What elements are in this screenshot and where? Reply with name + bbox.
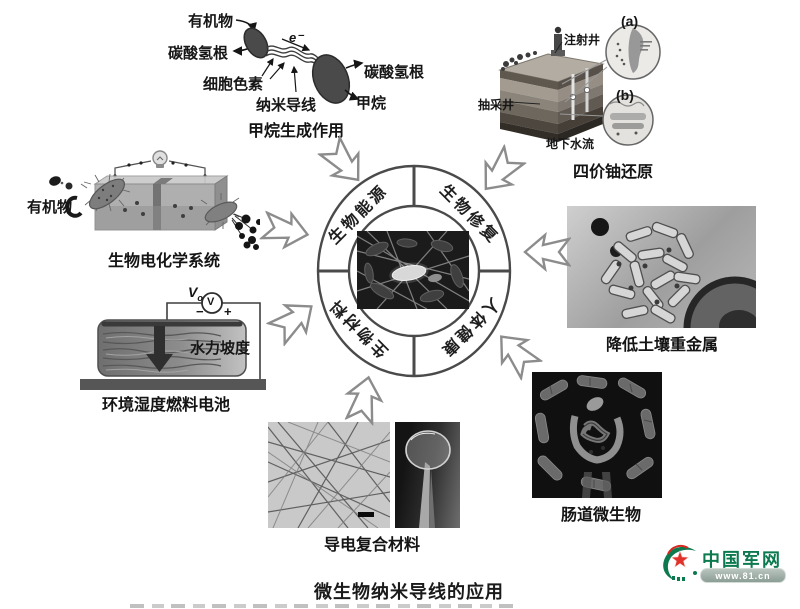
logo-star-swoosh-icon xyxy=(663,544,697,581)
source-voltage-label: Vo xyxy=(188,284,203,303)
composite-caption: 导电复合材料 xyxy=(324,537,421,554)
nanowire-sem-texture xyxy=(357,231,469,309)
inset-a-circle xyxy=(605,24,661,80)
inset-b-label: (b) xyxy=(616,87,634,103)
large-microbe-cell xyxy=(311,54,351,104)
hydraulic-gradient-label: 水力坡度 xyxy=(190,340,251,357)
composite-fibers xyxy=(268,422,390,528)
injection-well-label: 注射井 xyxy=(564,33,601,47)
china-military-logo[interactable]: 中国军网 www.81.cn xyxy=(658,540,798,586)
scale-bar xyxy=(358,512,374,517)
uranium-reduction-illustration xyxy=(498,24,661,146)
inset-a-leader-2 xyxy=(564,66,608,103)
methane-label: 甲烷 xyxy=(356,95,387,112)
minus-terminal: − xyxy=(196,304,204,319)
electron-label: e⁻ xyxy=(289,30,304,45)
liquid xyxy=(95,206,215,230)
membrane-top xyxy=(153,178,173,184)
slab-fiber-highlights xyxy=(105,336,189,373)
gut-caption: 肠道微生物 xyxy=(561,507,642,524)
voltmeter-circle xyxy=(201,292,223,314)
organic-matter-label: 有机物 xyxy=(188,13,234,30)
arrow-from-fuel-cell xyxy=(265,304,313,348)
inset-b-leader xyxy=(559,113,604,117)
inset-a-label: (a) xyxy=(621,13,639,29)
arrow-from-bioelectrochemical xyxy=(258,210,310,250)
cropped-caption-fragments xyxy=(130,604,520,608)
organic-hook xyxy=(65,195,83,218)
figure-title: 微生物纳米导线的应用 xyxy=(314,582,504,602)
composite-film-photo xyxy=(395,422,460,528)
arrow-from-gut xyxy=(500,335,544,382)
cytochrome-label: 细胞色素 xyxy=(203,76,264,93)
uranium-caption: 四价铀还原 xyxy=(573,164,654,181)
extraction-well-label: 抽采井 xyxy=(478,98,515,112)
inset-b-circle xyxy=(602,94,654,146)
extraction-well-leader xyxy=(509,101,541,105)
methanogenesis-caption: 甲烷生成作用 xyxy=(248,123,345,140)
logo-name: 中国军网 xyxy=(702,550,782,570)
light-bulb-icon xyxy=(152,150,168,168)
injection-well-leader xyxy=(554,41,563,54)
bioelectrochemical-illustration xyxy=(49,150,260,250)
film-and-tweezers xyxy=(405,430,451,528)
cytochrome-pointer-2 xyxy=(269,62,285,80)
cube-front-face xyxy=(500,70,558,142)
cell-to-methane-arrow xyxy=(344,89,360,101)
well-port-2 xyxy=(583,86,591,94)
heavy-metals-texture xyxy=(591,218,756,328)
small-microbe-cell xyxy=(243,27,269,59)
intestine-shape xyxy=(569,397,624,464)
tank-particles xyxy=(123,201,193,218)
fuel-cell-illustration xyxy=(80,292,266,390)
ground-plate xyxy=(80,379,266,390)
bicarbonate-left-label: 碳酸氢根 xyxy=(168,45,229,62)
electron-flow-arrow xyxy=(281,38,311,52)
heavy-metals-photo xyxy=(567,206,756,328)
gut-microbes-photo xyxy=(532,372,662,498)
right-bacterium-cluster xyxy=(200,193,260,250)
surface-vegetation xyxy=(501,51,537,71)
bes-caption: 生物电化学系统 xyxy=(108,253,221,270)
left-bacterium xyxy=(49,173,131,218)
inset-a-leader-1 xyxy=(561,59,607,85)
arrow-from-uranium xyxy=(484,143,528,191)
fuel-cell-caption: 环境湿度燃料电池 xyxy=(102,397,231,414)
plus-terminal: + xyxy=(224,304,232,319)
heavy-metals-caption: 降低土壤重金属 xyxy=(606,337,719,354)
gradient-down-arrow xyxy=(146,326,173,372)
bes-organic-label: 有机物 xyxy=(27,199,73,216)
nanowire-sem-photo xyxy=(357,231,469,309)
ring-dividers xyxy=(319,167,509,375)
logo-url-badge: www.81.cn xyxy=(700,568,786,583)
composite-tem-photo xyxy=(268,422,390,528)
nanowire-label: 纳米导线 xyxy=(256,97,317,114)
arrow-from-heavy-metals xyxy=(523,231,571,273)
nanowire-pointer xyxy=(290,65,299,93)
voltmeter-v-label: V xyxy=(207,296,215,308)
wellhead-tower xyxy=(551,26,565,56)
arrow-from-methanogenesis xyxy=(316,134,360,182)
methanogenesis-illustration xyxy=(232,19,364,104)
gut-texture xyxy=(534,375,656,498)
groundwater-label: 地下水流 xyxy=(546,137,595,151)
cytochrome-pointer-1 xyxy=(261,57,274,77)
cell-to-bicarbonate-right-arrow xyxy=(345,59,364,70)
arrow-from-composite xyxy=(344,375,384,427)
bicarbonate-right-label: 碳酸氢根 xyxy=(364,64,425,81)
